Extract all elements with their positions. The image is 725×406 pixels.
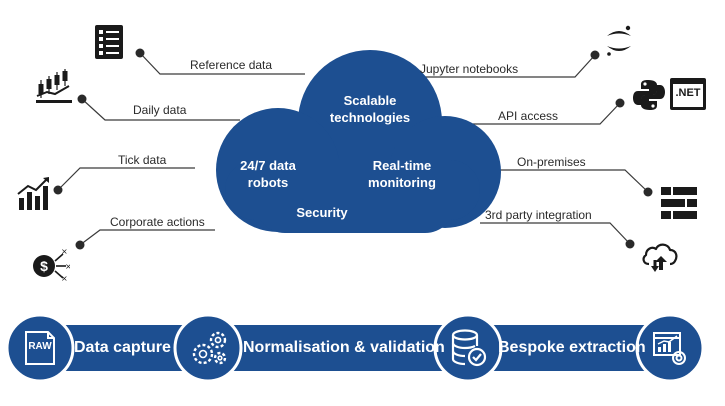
report-chart-icon bbox=[653, 332, 686, 365]
pipeline-label-bespoke-extraction: Bespoke extraction bbox=[498, 339, 646, 356]
connector-corporate bbox=[79, 229, 215, 246]
label-3rd-party-integration: 3rd party integration bbox=[485, 208, 592, 222]
dot-jupyter bbox=[590, 50, 600, 60]
svg-text:×: × bbox=[61, 274, 68, 282]
raw-file-icon bbox=[25, 331, 55, 365]
connector-onprem bbox=[495, 169, 649, 193]
pipeline-label-normalisation: Normalisation & validation bbox=[243, 339, 445, 356]
pipeline-label-data-capture: Data capture bbox=[74, 339, 171, 356]
dot-3rdparty bbox=[625, 239, 635, 249]
label-daily-data: Daily data bbox=[133, 103, 187, 117]
server-rack-icon bbox=[661, 187, 697, 219]
database-check-icon bbox=[451, 329, 487, 367]
dollar-network-icon: $ × × × bbox=[33, 247, 70, 282]
label-reference-data: Reference data bbox=[190, 58, 273, 72]
label-tick-data: Tick data bbox=[118, 153, 167, 167]
raw-badge: RAW bbox=[28, 341, 52, 352]
svg-text:×: × bbox=[65, 262, 70, 271]
jupyter-icon bbox=[607, 25, 631, 56]
dotnet-label: .NET bbox=[675, 87, 701, 99]
dot-daily bbox=[77, 94, 87, 104]
label-on-premises: On-premises bbox=[517, 155, 586, 169]
label-jupyter-notebooks: Jupyter notebooks bbox=[420, 62, 519, 76]
candlestick-chart-icon bbox=[36, 69, 72, 103]
bar-chart-trend-icon bbox=[17, 177, 49, 210]
connector-tick bbox=[57, 167, 195, 191]
label-corporate-actions: Corporate actions bbox=[110, 215, 205, 229]
dot-onprem bbox=[643, 187, 653, 197]
gears-icon bbox=[192, 331, 227, 365]
dot-reference bbox=[135, 48, 145, 58]
connector-3rdparty bbox=[480, 222, 631, 245]
svg-text:×: × bbox=[61, 247, 68, 256]
cloud-security: Security bbox=[296, 205, 348, 220]
cloud-sync-icon bbox=[642, 243, 678, 272]
python-icon bbox=[633, 80, 665, 110]
dot-corporate bbox=[75, 240, 85, 250]
dot-api bbox=[615, 98, 625, 108]
dotnet-icon: .NET bbox=[670, 78, 706, 110]
checklist-icon bbox=[95, 25, 123, 59]
label-api-access: API access bbox=[498, 109, 559, 123]
svg-text:$: $ bbox=[40, 258, 48, 274]
dot-tick bbox=[53, 185, 63, 195]
